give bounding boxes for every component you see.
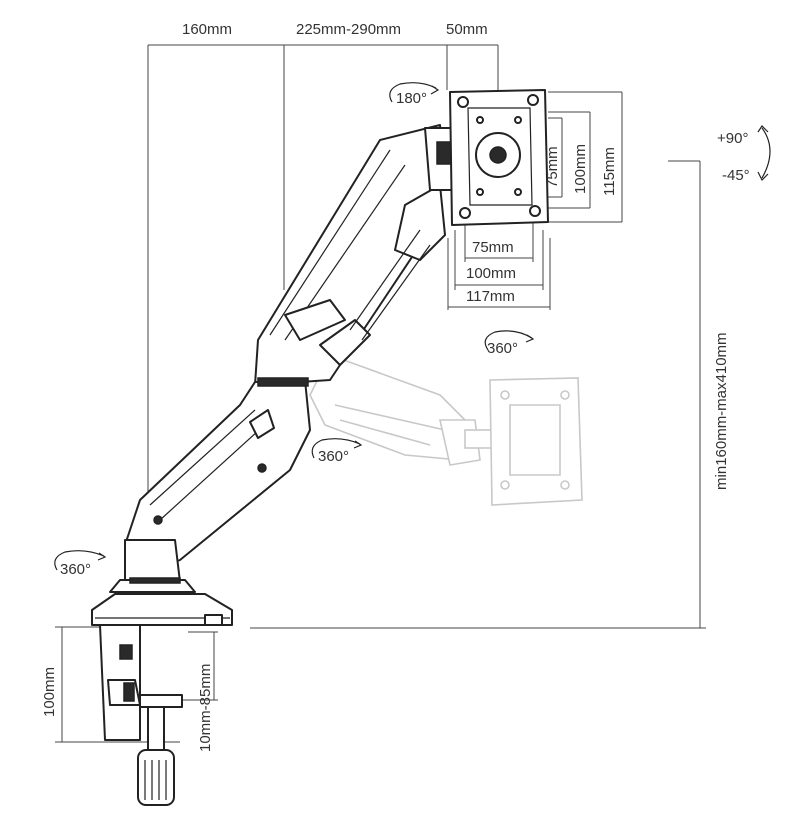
upper-arm xyxy=(254,124,468,386)
dim-vesa-h1: 75mm xyxy=(472,239,514,256)
rotation-tilt-up-label: +90° xyxy=(717,130,748,147)
dim-top-mid: 225mm-290mm xyxy=(296,21,401,38)
dim-vesa-v2: 100mm xyxy=(572,144,589,194)
rotation-base-label: 360° xyxy=(60,561,91,578)
rotation-elbow-label: 360° xyxy=(318,448,349,465)
rotation-tilt-down-label: -45° xyxy=(722,167,750,184)
vesa-plate xyxy=(449,89,549,226)
tilt-arrow-icon xyxy=(761,127,771,179)
dim-top-right: 50mm xyxy=(446,21,488,38)
dim-height-range: min160mm-max410mm xyxy=(713,332,730,490)
rotation-markers xyxy=(54,82,771,571)
base-clamp xyxy=(91,539,233,806)
dim-vesa-v3: 115mm xyxy=(601,147,618,196)
lower-arm xyxy=(124,377,311,576)
dim-clamp-height: 100mm xyxy=(41,667,58,717)
dim-vesa-v1: 75mm xyxy=(544,146,561,188)
rotate-arrow-icon xyxy=(389,82,437,103)
dim-clamp-thickness: 10mm-85mm xyxy=(197,664,214,752)
dim-vesa-h3: 117mm xyxy=(466,288,515,305)
ghost-arm-position xyxy=(309,354,583,506)
dim-top-left: 160mm xyxy=(182,21,232,38)
rotation-head-label: 180° xyxy=(396,90,427,107)
dim-vesa-h2: 100mm xyxy=(466,265,516,282)
rotation-pivot-label: 360° xyxy=(487,340,518,357)
dimension-lines xyxy=(55,44,706,743)
